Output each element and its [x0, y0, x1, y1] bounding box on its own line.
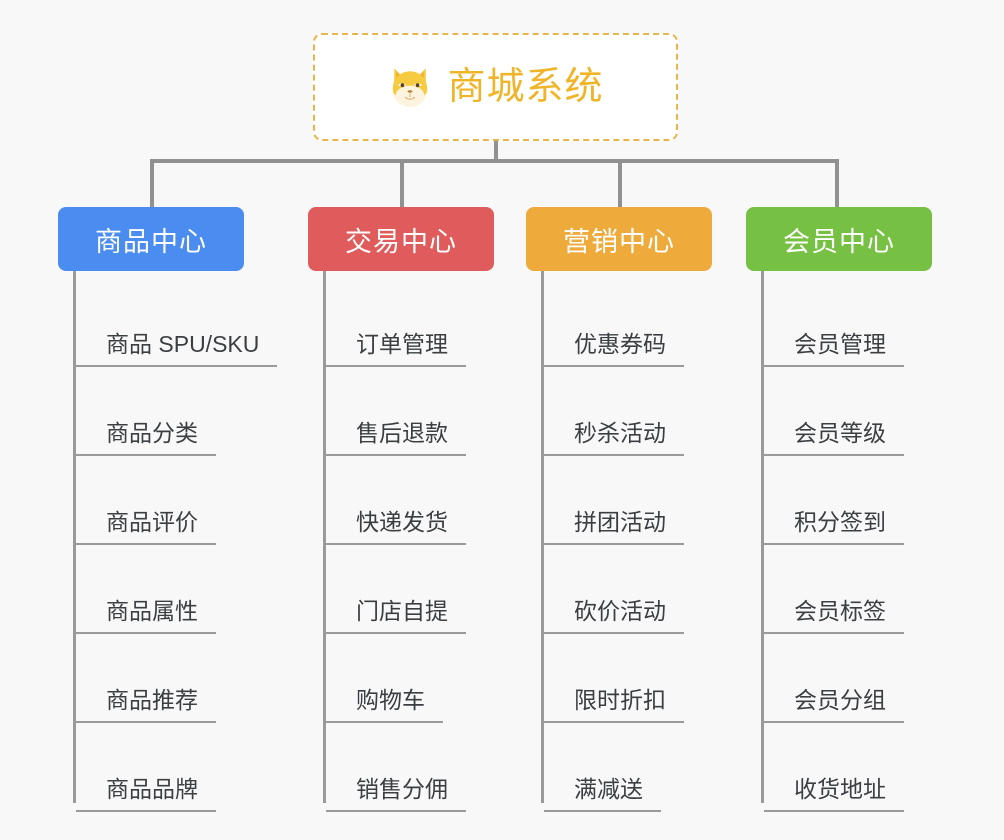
leaf-item-label: 商品分类 [76, 419, 216, 456]
leaf-item-label: 商品属性 [76, 597, 216, 634]
column-trunk-line [323, 271, 326, 803]
leaf-item-label: 快递发货 [326, 508, 466, 545]
category-label: 交易中心 [345, 226, 457, 257]
category-header-marketing[interactable]: 营销中心 [526, 207, 712, 271]
leaf-item-label: 订单管理 [326, 330, 466, 367]
leaf-item[interactable]: 会员标签 [764, 554, 904, 634]
shiba-dog-icon [393, 68, 428, 108]
leaf-item[interactable]: 商品评价 [76, 465, 216, 545]
leaf-item-label: 会员分组 [764, 686, 904, 723]
leaf-item-label: 购物车 [326, 686, 443, 723]
root-title: 商城系统 [447, 66, 604, 108]
leaf-item[interactable]: 商品属性 [76, 554, 216, 634]
root-node[interactable]: 商城系统 [313, 33, 678, 141]
connector-root-stem [494, 141, 498, 163]
leaf-item[interactable]: 购物车 [326, 643, 443, 723]
leaf-item-label: 售后退款 [326, 419, 466, 456]
leaf-item[interactable]: 商品分类 [76, 376, 216, 456]
leaf-item-label: 优惠券码 [544, 330, 684, 367]
leaf-item-label: 商品品牌 [76, 775, 216, 812]
leaf-item[interactable]: 会员等级 [764, 376, 904, 456]
leaf-item-label: 秒杀活动 [544, 419, 684, 456]
leaf-item[interactable]: 优惠券码 [544, 287, 684, 367]
leaf-item-label: 商品推荐 [76, 686, 216, 723]
leaf-item[interactable]: 拼团活动 [544, 465, 684, 545]
leaf-item-label: 销售分佣 [326, 775, 466, 812]
leaf-item[interactable]: 商品 SPU/SKU [76, 287, 278, 367]
leaf-item[interactable]: 会员管理 [764, 287, 904, 367]
leaf-item-label: 限时折扣 [544, 686, 684, 723]
leaf-item-label: 砍价活动 [544, 597, 684, 634]
leaf-item[interactable]: 积分签到 [764, 465, 904, 545]
leaf-item[interactable]: 销售分佣 [326, 732, 466, 812]
connector-drop-4 [835, 159, 839, 209]
leaf-item[interactable]: 收货地址 [764, 732, 904, 812]
leaf-item-label: 拼团活动 [544, 508, 684, 545]
leaf-item[interactable]: 商品品牌 [76, 732, 216, 812]
column-trunk-line [761, 271, 764, 803]
leaf-item-label: 满减送 [544, 775, 661, 812]
connector-horizontal-bar [150, 159, 839, 163]
category-label: 会员中心 [783, 226, 895, 257]
category-header-members[interactable]: 会员中心 [746, 207, 932, 271]
column-trunk-line [73, 271, 76, 803]
category-label: 商品中心 [95, 226, 207, 257]
category-header-products[interactable]: 商品中心 [58, 207, 244, 271]
leaf-item[interactable]: 商品推荐 [76, 643, 216, 723]
leaf-item[interactable]: 限时折扣 [544, 643, 684, 723]
leaf-item-label: 积分签到 [764, 508, 904, 545]
leaf-item[interactable]: 砍价活动 [544, 554, 684, 634]
leaf-item-label: 门店自提 [326, 597, 466, 634]
leaf-item-label: 商品 SPU/SKU [76, 330, 278, 367]
leaf-item[interactable]: 售后退款 [326, 376, 466, 456]
leaf-item-label: 会员等级 [764, 419, 904, 456]
leaf-item[interactable]: 会员分组 [764, 643, 904, 723]
leaf-item[interactable]: 门店自提 [326, 554, 466, 634]
connector-drop-3 [618, 159, 622, 209]
connector-drop-2 [400, 159, 404, 209]
leaf-item-label: 收货地址 [764, 775, 904, 812]
category-header-transactions[interactable]: 交易中心 [308, 207, 494, 271]
column-trunk-line [541, 271, 544, 803]
leaf-item[interactable]: 秒杀活动 [544, 376, 684, 456]
connector-drop-1 [150, 159, 154, 209]
leaf-item-label: 商品评价 [76, 508, 216, 545]
category-label: 营销中心 [563, 226, 675, 257]
leaf-item-label: 会员标签 [764, 597, 904, 634]
leaf-item-label: 会员管理 [764, 330, 904, 367]
leaf-item[interactable]: 满减送 [544, 732, 661, 812]
leaf-item[interactable]: 快递发货 [326, 465, 466, 545]
leaf-item[interactable]: 订单管理 [326, 287, 466, 367]
